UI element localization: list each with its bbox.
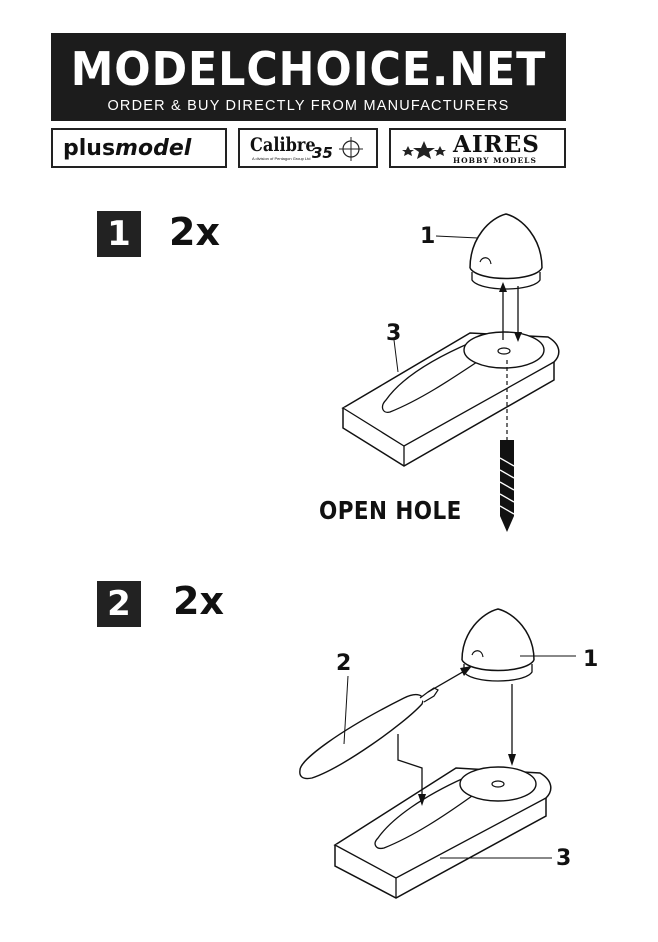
step-1-base-drawing xyxy=(341,331,560,467)
step-1-callout-spinner: 1 xyxy=(420,224,436,249)
step-2-arrows xyxy=(397,666,516,806)
plusmodel-logo: plusmodel xyxy=(51,128,227,168)
aires-logo: AIRES HOBBY MODELS xyxy=(389,128,566,168)
step-2-base-drawing xyxy=(333,766,552,899)
star-icon xyxy=(402,141,446,159)
aires-wordmark: AIRES xyxy=(453,131,540,158)
step-2-quantity: 2x xyxy=(173,579,224,623)
open-hole-note: OPEN HOLE xyxy=(319,496,462,525)
plusmodel-wordmark: plusmodel xyxy=(63,136,191,162)
step-2-spinner-drawing xyxy=(461,608,576,682)
step-1-callout-base: 3 xyxy=(386,321,402,346)
step-2-callout-blade: 2 xyxy=(336,651,352,676)
plusmodel-plus: plus xyxy=(63,136,116,161)
brand-title: MODELCHOICE.NET xyxy=(70,42,547,96)
drill-bit-icon xyxy=(499,440,515,532)
calibre-tagline: A division of Pentagon Group Ltd xyxy=(252,156,311,161)
step-2-blade-drawing xyxy=(299,675,439,780)
step-2-callout-base: 3 xyxy=(556,846,572,871)
step-1-number: 1 xyxy=(97,211,141,257)
calibre-number: 35 xyxy=(312,144,333,162)
plusmodel-model: model xyxy=(115,136,192,161)
calibre35-logo: Calibre 35 A division of Pentagon Group … xyxy=(238,128,378,168)
aires-subtitle: HOBBY MODELS xyxy=(453,156,537,165)
step-1-quantity: 2x xyxy=(169,210,220,254)
step-2-number: 2 xyxy=(97,581,141,627)
brand-banner: MODELCHOICE.NET ORDER & BUY DIRECTLY FRO… xyxy=(51,33,566,121)
step-2-callout-spinner: 1 xyxy=(583,647,599,672)
calibre-wordmark: Calibre xyxy=(250,134,316,156)
crosshair-icon xyxy=(339,137,363,161)
brand-subtitle: ORDER & BUY DIRECTLY FROM MANUFACTURERS xyxy=(107,98,510,114)
step-1-spinner-drawing xyxy=(435,213,543,290)
step-1-arrows xyxy=(499,282,522,440)
